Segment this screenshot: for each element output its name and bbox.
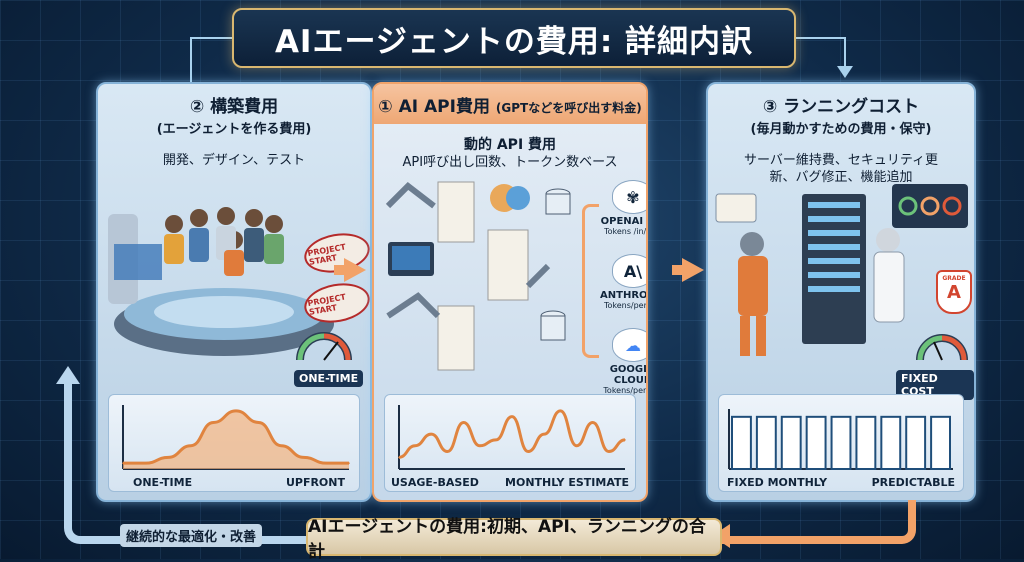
provider-anthropic: A\ ANTHROPIC Tokens/per cut	[596, 254, 648, 318]
data-point	[624, 439, 626, 441]
data-point	[235, 410, 237, 412]
chart-svg	[728, 409, 953, 470]
bar	[731, 415, 752, 470]
chart-label-left: USAGE-BASED	[391, 476, 479, 489]
chart-running-cost: FIXED MONTHLY PREDICTABLE	[718, 394, 964, 492]
connector-right	[790, 37, 846, 69]
data-point	[398, 456, 400, 459]
bottom-banner: AIエージェントの費用:初期、API、ランニングの合計	[306, 517, 722, 562]
gauge-icon	[916, 334, 968, 361]
arrow-down-icon	[837, 66, 853, 78]
loop-connector-left	[64, 380, 316, 544]
arrow-right-icon	[682, 258, 704, 282]
data-point	[303, 456, 305, 459]
panel-title: ① AI API費用 (GPTなどを呼び出す料金)	[374, 92, 646, 117]
arrow-right-icon	[344, 258, 366, 282]
chart-svg	[398, 405, 626, 470]
panel-description: サーバー維持費、セキュリティ更新、バグ修正、機能追加	[743, 153, 939, 185]
flow-arrow-stem	[334, 265, 348, 275]
panel-subtitle: 動的 API 費用	[463, 137, 557, 153]
panel-title-main: ① AI API費用	[378, 97, 490, 117]
panel-description: API呼び出し回数、トークン数ベース	[402, 155, 618, 170]
chart-svg	[122, 405, 350, 470]
data-point	[167, 456, 169, 459]
panel-subtitle: (毎月動かすための費用・保守)	[750, 122, 932, 137]
bar	[905, 415, 927, 470]
title-band	[374, 84, 646, 124]
chart-label-right: UPFRONT	[285, 476, 345, 489]
anthropic-icon: A\	[612, 254, 646, 288]
chart-build-cost: ONE-TIME UPFRONT	[108, 394, 360, 492]
loop-label: 継続的な最適化・改善	[120, 524, 263, 547]
chart-label-right: MONTHLY ESTIMATE	[505, 476, 629, 489]
grade-badge: GRADE A	[936, 270, 972, 314]
data-point	[257, 421, 260, 424]
panel-running-cost: ③ ランニングコスト (毎月動かすための費用・保守) サーバー維持費、セキュリテ…	[706, 82, 976, 502]
connector-left	[190, 37, 236, 85]
data-point	[495, 439, 497, 441]
data-point	[575, 444, 578, 447]
data-point	[430, 433, 433, 435]
data-point	[414, 444, 416, 447]
data-point	[212, 421, 215, 424]
bar	[880, 415, 902, 470]
data-point	[478, 444, 481, 447]
openai-icon: ✾	[612, 180, 646, 214]
data-point	[559, 410, 562, 412]
grade-label: GRADE	[942, 275, 966, 282]
data-point	[511, 415, 513, 418]
data-point	[348, 462, 350, 464]
data-point	[543, 433, 546, 435]
provider-sub: Tokens/per call	[603, 386, 647, 395]
page-title: AIエージェントの費用: 詳細内訳	[232, 8, 796, 68]
google-cloud-icon: ☁	[612, 328, 646, 362]
area-fill	[123, 410, 349, 469]
data-point	[190, 444, 192, 447]
panel-api-cost: ① AI API費用 (GPTなどを呼び出す料金) 動的 API 費用 API呼…	[372, 82, 648, 502]
panel-subtitle: (エージェントを作る費用)	[156, 122, 312, 137]
maintenance-illustration	[715, 184, 968, 356]
provider-name: OPENAI API	[600, 216, 646, 227]
provider-openai: ✾ OPENAI API Tokens /in/ out	[596, 180, 647, 244]
grade-value: A	[947, 282, 961, 303]
bar	[930, 415, 952, 470]
provider-name: GOOGLE CLOUD	[609, 364, 646, 386]
loop-connector-right	[718, 500, 916, 544]
data-point	[462, 421, 465, 424]
provider-google-cloud: ☁ GOOGLE CLOUD Tokens/per call	[596, 328, 647, 395]
data-point	[325, 462, 328, 464]
gauge-icon	[296, 332, 352, 361]
bar	[780, 415, 802, 470]
panel-title-note: (GPTなどを呼び出す料金)	[495, 101, 642, 115]
provider-connector	[582, 204, 599, 358]
data-point	[122, 462, 124, 464]
chart-label-right: PREDICTABLE	[871, 476, 955, 489]
arrow-up-icon	[56, 366, 80, 384]
chart-label-left: ONE-TIME	[133, 476, 193, 489]
data-point	[591, 421, 594, 424]
api-pipeline-illustration	[385, 181, 571, 371]
bar	[830, 415, 852, 470]
flow-arrow-stem	[672, 265, 684, 275]
panel-description: 開発、デザイン、テスト	[162, 153, 306, 168]
provider-sub: Tokens/per cut	[603, 301, 647, 310]
chart-label-left: FIXED MONTHLY	[727, 476, 828, 489]
panel-build-cost: ② 構築費用 (エージェントを作る費用) 開発、デザイン、テスト PROJECT…	[96, 82, 372, 502]
bar	[855, 415, 877, 470]
panel-title: ③ ランニングコスト	[762, 97, 920, 117]
series-line	[398, 409, 626, 459]
bar	[755, 415, 777, 470]
bar	[805, 415, 827, 470]
data-point	[280, 444, 282, 447]
data-point	[527, 450, 529, 453]
chart-api-cost: USAGE-BASED MONTHLY ESTIMATE	[384, 394, 636, 492]
data-point	[608, 450, 610, 453]
provider-sub: Tokens /in/ out	[604, 227, 647, 236]
team-platform-illustration	[108, 207, 334, 356]
provider-name: ANTHROPIC	[600, 290, 648, 301]
panel-title: ② 構築費用	[189, 97, 279, 117]
data-point	[144, 462, 147, 464]
data-point	[446, 450, 449, 453]
